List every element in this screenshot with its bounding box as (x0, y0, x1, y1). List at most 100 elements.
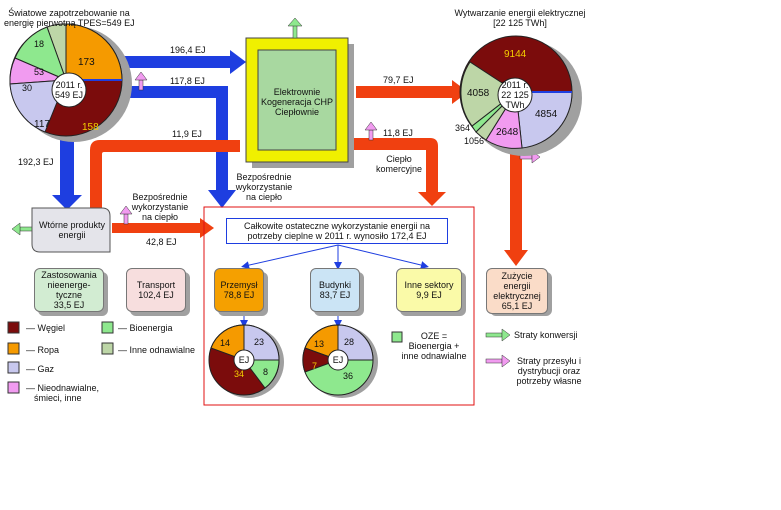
sector-industry: Przemysł 78,8 EJ (214, 268, 264, 312)
generation-label-4854: 4854 (535, 109, 558, 120)
flow-commercial-heat (350, 138, 446, 206)
flow-label-119: 11,9 EJ (172, 129, 202, 139)
oze-note: OZE = Bioenergia + inne odnawialne (398, 331, 470, 361)
tpes-title: Światowe zapotrzebowanie na energię pier… (4, 8, 135, 28)
secondary-line2: energii (58, 230, 86, 240)
industry-pie-label-8: 8 (263, 367, 269, 377)
sector-other-name: Inne sektory (404, 280, 454, 290)
generation-label-9144: 9144 (504, 49, 527, 60)
legend-trans-loss-arrow (485, 354, 511, 368)
electricity-use-line1: Zużycie (501, 271, 533, 281)
non-energy-value: 33,5 EJ (53, 300, 85, 310)
flow-label-1923: 192,3 EJ (18, 157, 54, 167)
conversion-loss-arrow-plant (287, 17, 303, 39)
sector-industry-value: 78,8 EJ (223, 290, 255, 300)
secondary-products-box (31, 207, 111, 253)
legend-coal: — Węgiel (26, 323, 66, 333)
non-energy-line2: nieenerge- (47, 280, 91, 290)
legend-otherren: — Inne odnawialne (118, 345, 196, 355)
flow-label-797: 79,7 EJ (383, 75, 414, 85)
buildings-pie-center: EJ (332, 355, 344, 365)
plant-line3: Ciepłownie (274, 107, 320, 117)
industry-pie-label-34: 34 (234, 369, 245, 379)
transmission-loss-arrow-1 (134, 71, 148, 91)
plant-line1: Elektrownie (273, 87, 321, 97)
electricity-use-line3: elektrycznej (493, 291, 541, 301)
legend-nonrenew-line1: — Nieodnawialne, (26, 383, 100, 393)
commercial-heat-line2: komercyjne (376, 164, 423, 174)
non-energy-line3: tyczne (55, 290, 82, 300)
legend-gas: — Gaz (26, 364, 55, 374)
flow-to-secondary (52, 135, 82, 210)
heat-use-frame (203, 206, 475, 406)
buildings-pie (302, 324, 378, 398)
transport-name: Transport (136, 280, 176, 290)
generation-pie (459, 35, 582, 156)
generation-center-year: 2011 r. (501, 80, 529, 90)
sector-connectors (240, 244, 429, 328)
transport-box: Transport 102,4 EJ (126, 268, 186, 312)
legend-trans-loss-line2: dystrybucji oraz (517, 366, 581, 376)
flow-secondary-loop (90, 140, 240, 214)
legend-transmission-loss: Straty przesyłu i dystrybucji oraz potrz… (508, 356, 590, 386)
total-heat-box: Całkowite ostateczne wykorzystanie energ… (226, 218, 448, 244)
legend-bio: — Bioenergia (118, 323, 173, 333)
tpes-label-30: 30 (22, 83, 33, 93)
generation-center-value: 22 125 (501, 90, 529, 100)
commercial-heat-line1: Ciepło (386, 154, 412, 164)
legend-conversion-loss: Straty konwersji (514, 330, 578, 340)
legend-swatch-coal (7, 321, 20, 334)
legend-swatch-nonrenew (7, 381, 20, 394)
direct-use-label: Bezpośrednie wykorzystanie na ciepło (232, 172, 296, 202)
tpes-label-53: 53 (34, 67, 45, 77)
direct-use-left-line1: Bezpośrednie (132, 192, 188, 202)
tpes-pie (9, 23, 132, 142)
flow-electricity-use (504, 140, 528, 266)
sector-buildings-value: 83,7 EJ (319, 290, 351, 300)
oze-line3: inne odnawialne (401, 351, 467, 361)
buildings-pie-label-7: 7 (312, 361, 318, 371)
industry-pie-label-14: 14 (220, 338, 231, 348)
tpes-title-line1: Światowe zapotrzebowanie na (8, 8, 130, 18)
plant-label: Elektrownie Kogeneracja CHP Ciepłownie (258, 87, 336, 117)
flow-direct-heat (112, 86, 236, 208)
direct-use-left-line3: na ciepło (141, 212, 179, 222)
direct-use-line2: wykorzystanie (235, 182, 293, 192)
tpes-center: 2011 r. 549 EJ (53, 80, 85, 100)
direct-use-line3: na ciepło (245, 192, 283, 202)
tpes-label-173: 173 (78, 57, 95, 68)
transport-value: 102,4 EJ (138, 290, 174, 300)
tpes-label-158: 158 (82, 122, 99, 133)
sector-other: Inne sektory 9,9 EJ (396, 268, 462, 312)
legend-conv-loss-arrow (485, 328, 511, 342)
secondary-line1: Wtórne produkty (38, 220, 106, 230)
legend-trans-loss-line3: potrzeby własne (516, 376, 582, 386)
legend-nonrenew: — Nieodnawialne, śmieci, inne (26, 383, 99, 403)
generation-center-unit: TWh (505, 100, 525, 110)
tpes-center-year: 2011 r. (55, 80, 83, 90)
direct-use-left-line2: wykorzystanie (131, 202, 189, 212)
sector-other-value: 9,9 EJ (416, 290, 442, 300)
flow-label-118: 11,8 EJ (383, 128, 413, 138)
electricity-use-box: Zużycie energii elektrycznej 65,1 EJ (486, 268, 548, 314)
commercial-heat-label: Ciepło komercyjne (376, 154, 422, 174)
sector-buildings-name: Budynki (318, 280, 352, 290)
non-energy-box: Zastosowania nieenerge- tyczne 33,5 EJ (34, 268, 104, 312)
oze-line2: Bioenergia + (408, 341, 460, 351)
tpes-center-value: 549 EJ (54, 90, 84, 100)
sector-industry-name: Przemysł (220, 280, 258, 290)
generation-label-2648: 2648 (496, 127, 519, 138)
generation-center: 2011 r. 22 125 TWh (498, 80, 532, 110)
buildings-pie-label-28: 28 (344, 337, 355, 347)
transmission-loss-arrow-3 (119, 205, 133, 225)
generation-label-364: 364 (455, 123, 471, 133)
generation-label-1056: 1056 (464, 136, 485, 146)
transmission-loss-arrow-2 (364, 121, 378, 141)
buildings-pie-label-13: 13 (314, 339, 325, 349)
buildings-pie-label-36: 36 (343, 371, 354, 381)
electricity-use-line2: energii (503, 281, 531, 291)
legend-oil: — Ropa (26, 345, 60, 355)
oze-swatch (391, 331, 403, 343)
flow-coal-to-plant (110, 50, 246, 74)
plant-line2: Kogeneracja CHP (260, 97, 334, 107)
